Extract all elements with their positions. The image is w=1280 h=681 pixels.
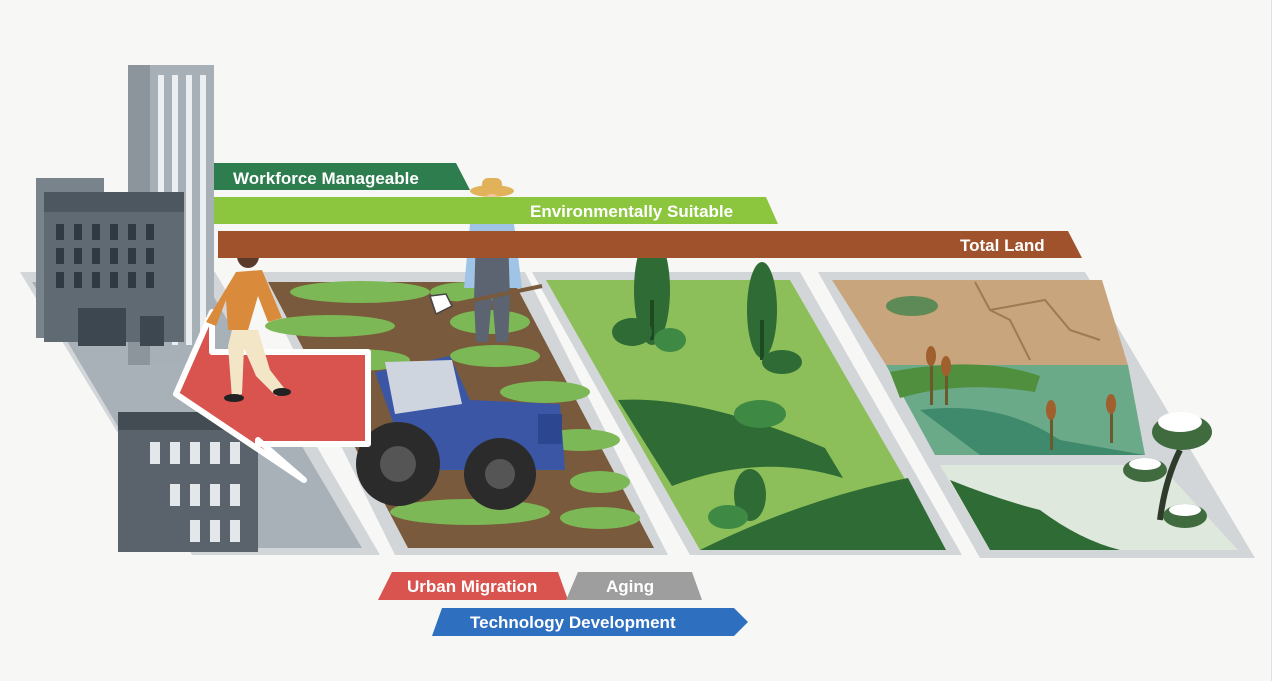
environment-banner: Environmentally Suitable xyxy=(214,197,778,224)
city-panel xyxy=(20,65,380,555)
technology-tag: Technology Development xyxy=(432,608,748,636)
aging-tag: Aging xyxy=(566,572,702,600)
tractor xyxy=(356,356,565,510)
hill xyxy=(618,399,843,486)
aging-label: Aging xyxy=(606,577,654,596)
farmland-panel xyxy=(255,272,668,555)
total-land-banner: Total Land xyxy=(218,231,1082,258)
workforce-banner: Workforce Manageable xyxy=(214,163,470,190)
workforce-label: Workforce Manageable xyxy=(233,169,419,188)
right-edge-bar xyxy=(1271,0,1280,681)
building-entrance xyxy=(78,308,126,346)
wilderness-panel xyxy=(818,272,1255,558)
technology-label: Technology Development xyxy=(470,613,676,632)
pitchfork xyxy=(435,284,543,310)
bonsai-tree xyxy=(1123,412,1212,528)
trees xyxy=(612,235,802,529)
environment-label: Environmentally Suitable xyxy=(530,202,733,221)
urban-migration-tag: Urban Migration xyxy=(378,572,568,600)
meadow-panel xyxy=(532,235,962,555)
cattails xyxy=(926,346,1116,450)
front-building-windows xyxy=(150,442,240,542)
urban-migration-label: Urban Migration xyxy=(407,577,537,596)
office-windows xyxy=(56,224,154,288)
hill xyxy=(700,478,946,550)
total-land-label: Total Land xyxy=(960,236,1045,255)
